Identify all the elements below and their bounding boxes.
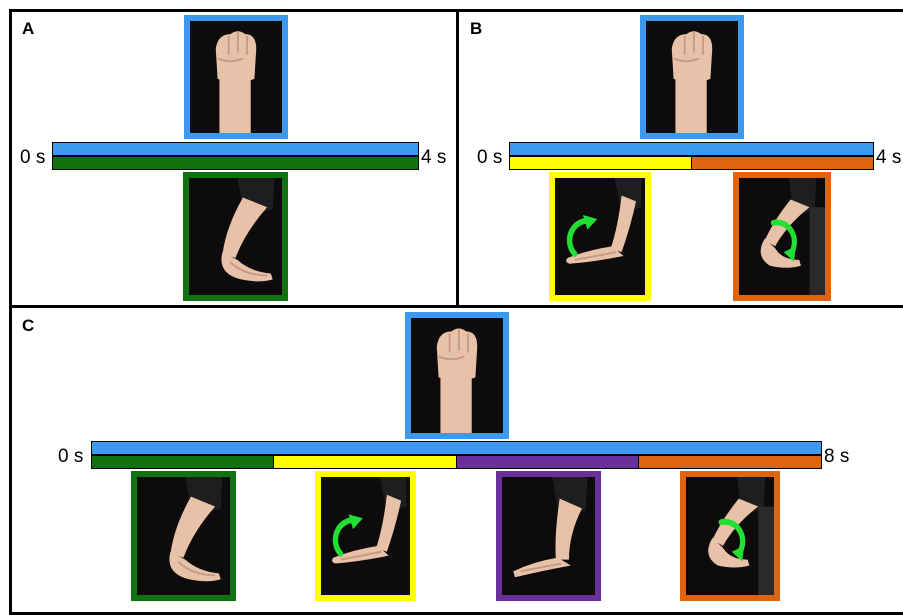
timeline-segment-green (91, 455, 274, 469)
wrist-flexion-icon (137, 477, 230, 595)
wrist-flexion-icon (189, 178, 282, 295)
segment-row (52, 156, 419, 170)
panel-b-label: B (470, 19, 483, 38)
panel-c-label: C (22, 316, 35, 335)
panel-a-label: A (22, 19, 35, 38)
fist-photo (184, 15, 288, 139)
timeline-segment-orange (639, 455, 822, 469)
wrist-pronation-icon (739, 178, 825, 295)
wrist-supination-icon (321, 477, 410, 595)
wrist-flexion-photo (183, 172, 288, 301)
timeline-end-label: 4 s (876, 147, 902, 168)
fist-icon (646, 21, 738, 133)
wrist-extension-photo (496, 471, 601, 601)
timeline-segment-orange (691, 156, 874, 170)
fist-icon (411, 318, 503, 433)
timeline-start-label: 0 s (20, 147, 46, 168)
timeline-bar (52, 142, 419, 156)
segment-row (509, 156, 874, 170)
timeline-end-label: 4 s (421, 147, 447, 168)
segment-row (91, 455, 822, 469)
wrist-pronation-photo (680, 471, 780, 601)
wrist-supination-photo (315, 471, 416, 601)
wrist-supination-photo (549, 172, 651, 301)
fist-photo (405, 312, 509, 439)
timeline-end-label: 8 s (824, 446, 850, 467)
timeline-segment-green (52, 156, 419, 170)
timeline-start-label: 0 s (477, 147, 503, 168)
wrist-extension-icon (502, 477, 595, 595)
timeline-segment-yellow (273, 455, 457, 469)
timeline-segment-purple (456, 455, 640, 469)
fist-icon (190, 21, 282, 133)
wrist-supination-icon (555, 178, 645, 295)
fist-photo (640, 15, 744, 139)
timeline-bar (509, 142, 874, 156)
wrist-pronation-icon (686, 477, 774, 595)
wrist-pronation-photo (733, 172, 831, 301)
timeline-segment-yellow (509, 156, 692, 170)
wrist-flexion-photo (131, 471, 236, 601)
timeline-bar (91, 441, 822, 455)
timeline-start-label: 0 s (58, 446, 84, 467)
